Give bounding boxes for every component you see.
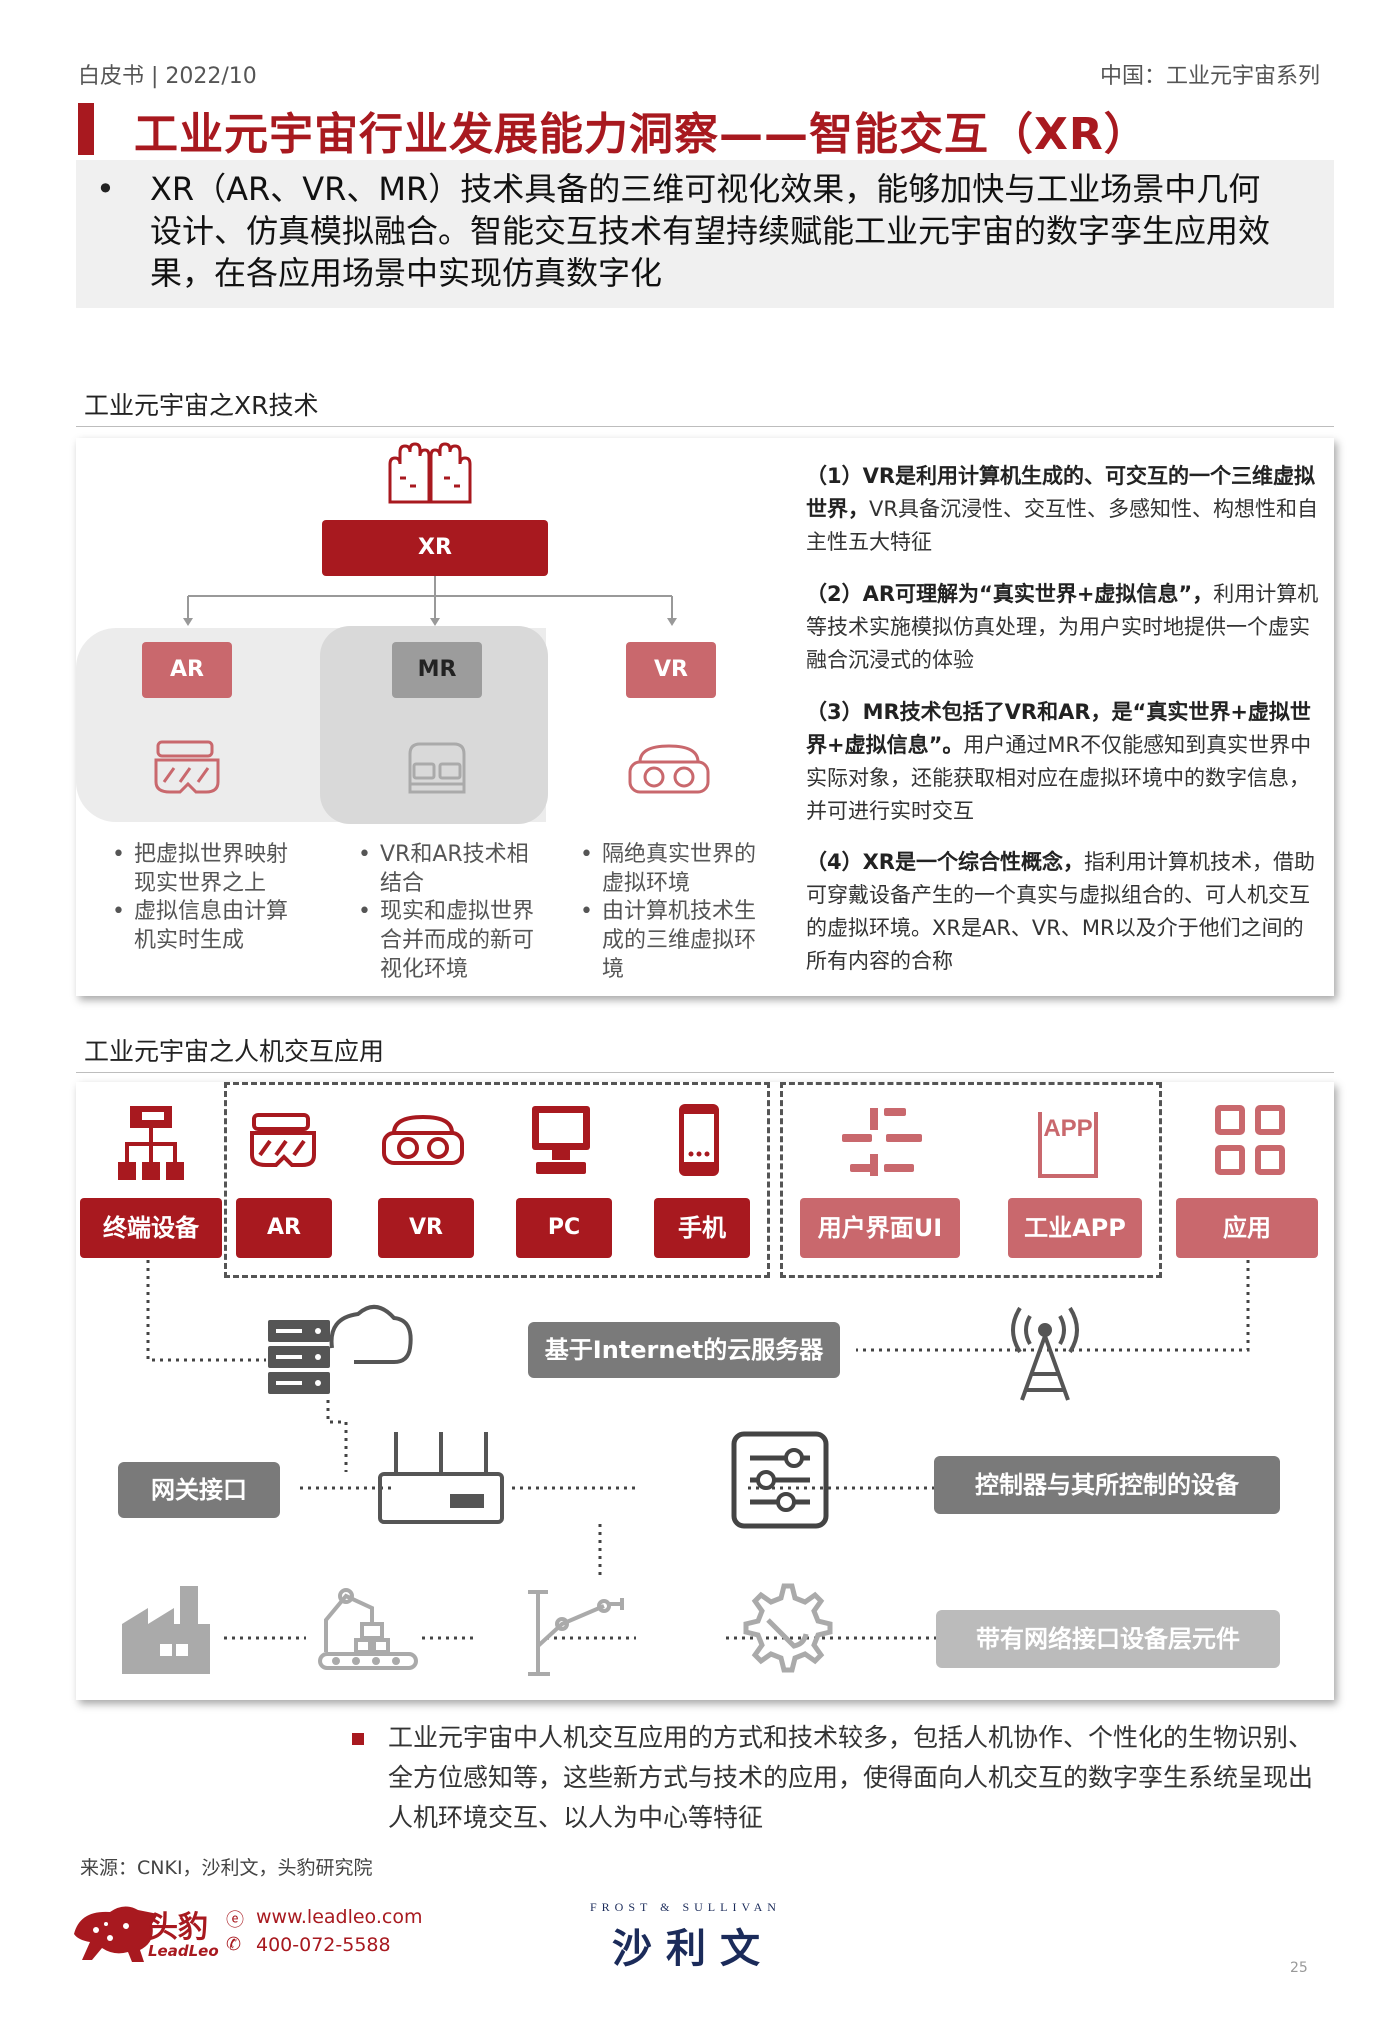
intro-bullet: • — [96, 170, 115, 208]
mr-box: MR — [392, 642, 482, 698]
network-element-box: 带有网络接口设备层元件 — [936, 1610, 1280, 1668]
pc-icon — [532, 1106, 590, 1174]
hands-icon — [388, 442, 472, 504]
intro-box — [76, 160, 1334, 308]
phone-box: 手机 — [654, 1198, 750, 1258]
mr-bullet-2: •现实和虚拟世界合并而成的新可视化环境 — [358, 899, 535, 982]
desc-ar: （2）AR可理解为“真实世界+虚拟信息”，利用计算机等技术实施模拟仿真处理，为用… — [806, 582, 1319, 672]
title-accent-bar — [78, 103, 94, 155]
xr-box: XR — [322, 520, 548, 576]
vr-device-box: VR — [378, 1198, 474, 1258]
header-left: 白皮书 | 2022/10 — [78, 64, 257, 89]
controller-icon — [731, 1431, 829, 1529]
leadleo-logo-en: LeadLeo — [148, 1942, 219, 1960]
section2-title: 工业元宇宙之人机交互应用 — [84, 1037, 385, 1066]
mr-headset-icon — [408, 742, 466, 794]
vr-headset-icon — [628, 744, 710, 794]
note-square-bullet — [352, 1733, 364, 1745]
software-group — [780, 1082, 1162, 1278]
svg-text:APP: APP — [1043, 1115, 1092, 1142]
web-icon: ⓔ — [226, 1910, 244, 1931]
page-number: 25 — [1290, 1960, 1308, 1976]
apply-box: 应用 — [1176, 1198, 1318, 1258]
sullivan-cn-logo: 沙利文 — [612, 1926, 774, 1972]
phone-icon — [679, 1104, 719, 1176]
ar-goggles-icon — [154, 740, 220, 794]
ar-box: AR — [142, 642, 232, 698]
app-icon: APP — [1038, 1112, 1098, 1178]
desc-vr: （1）VR是利用计算机生成的、可交互的一个三维虚拟世界，VR具备沉浸性、交互性、… — [806, 464, 1318, 554]
cloud-server-icon — [268, 1305, 413, 1394]
desc-mr: （3）MR技术包括了VR和AR，是“真实世界+虚拟世界+虚拟信息”。用户通过MR… — [806, 700, 1312, 823]
desc-xr: （4）XR是一个综合性概念，指利用计算机技术，借助可穿戴设备产生的一个真实与虚拟… — [806, 850, 1315, 973]
vr-bullet-2: •由计算机技术生成的三维虚拟环境 — [580, 899, 757, 982]
section1-divider — [76, 426, 1334, 427]
device-group — [224, 1082, 770, 1278]
section1-title: 工业元宇宙之XR技术 — [84, 391, 319, 420]
leadleo-leopard-logo — [74, 1906, 158, 1962]
factory-icon — [122, 1586, 210, 1674]
phone-call-icon: ✆ — [226, 1934, 242, 1955]
network-tree-icon — [118, 1106, 184, 1180]
cloud-server-box: 基于Internet的云服务器 — [528, 1322, 840, 1378]
industrial-app-box: 工业APP — [1008, 1198, 1142, 1258]
ar-bullet-1: •把虚拟世界映射现实世界之上 — [112, 842, 289, 896]
section2-divider — [76, 1072, 1334, 1073]
ar-glasses-icon — [250, 1113, 316, 1167]
sliders-icon — [842, 1108, 922, 1176]
page-title: 工业元宇宙行业发展能力洞察——智能交互（XR） — [134, 109, 1149, 160]
antenna-icon — [1011, 1306, 1079, 1401]
source-text: 来源：CNKI，沙利文，头豹研究院 — [80, 1857, 373, 1879]
router-icon — [378, 1432, 504, 1524]
header-right: 中国：工业元宇宙系列 — [1099, 64, 1320, 89]
robot-arm-icon — [528, 1590, 624, 1676]
pc-box: PC — [516, 1198, 612, 1258]
ar-bullet-2: •虚拟信息由计算机实时生成 — [112, 899, 289, 953]
terminal-box: 终端设备 — [80, 1198, 222, 1258]
note-text: 工业元宇宙中人机交互应用的方式和技术较多，包括人机协作、个性化的生物识别、全方位… — [388, 1723, 1314, 1832]
controller-box: 控制器与其所控制的设备 — [934, 1456, 1280, 1514]
vr-box: VR — [626, 642, 716, 698]
xr-connector — [183, 576, 677, 626]
vr-glasses-icon — [382, 1114, 464, 1165]
intro-text: XR（AR、VR、MR）技术具备的三维可视化效果，能够加快与工业场景中几何设计、… — [150, 170, 1271, 292]
ar-device-box: AR — [236, 1198, 332, 1258]
leadleo-logo-cn: 头豹 — [148, 1910, 208, 1945]
ui-box: 用户界面UI — [800, 1198, 960, 1258]
footer-web[interactable]: www.leadleo.com — [256, 1906, 423, 1928]
gear-wrench-icon — [743, 1583, 833, 1673]
mr-bullet-1: •VR和AR技术相结合 — [358, 842, 529, 896]
vr-bullet-1: •隔绝真实世界的虚拟环境 — [580, 842, 757, 896]
footer-phone: 400-072-5588 — [256, 1934, 391, 1956]
gateway-box: 网关接口 — [118, 1462, 280, 1518]
assembly-robot-icon — [318, 1588, 418, 1670]
frost-sullivan-logo: FROST & SULLIVAN — [590, 1900, 781, 1914]
app-grid-icon — [1215, 1105, 1285, 1175]
